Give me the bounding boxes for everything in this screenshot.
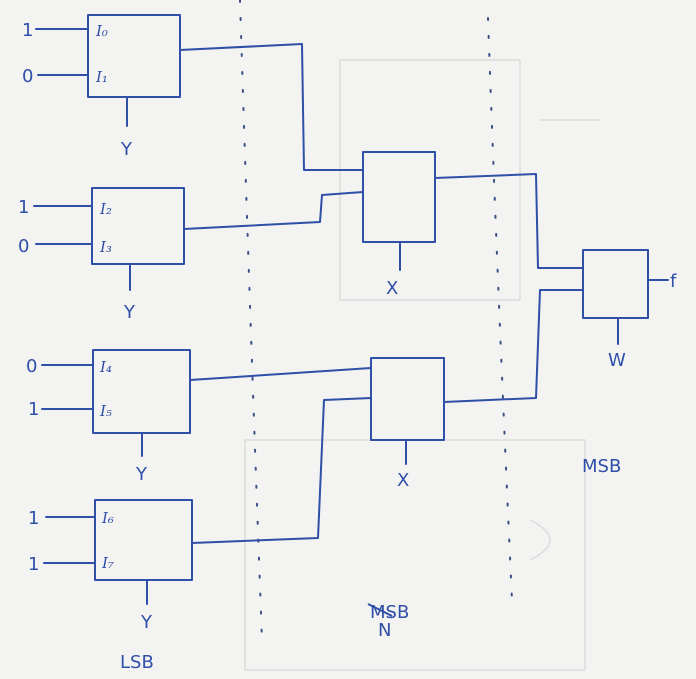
output-label: f (670, 271, 677, 292)
msb-label: MSB (582, 456, 621, 477)
mux-box (362, 151, 436, 243)
wire-mux4-to-mux6 (191, 397, 372, 544)
input-value: 1 (28, 554, 39, 575)
mux-block-final: f W (582, 249, 677, 371)
mux-box (94, 499, 193, 581)
input-value: 1 (22, 20, 33, 41)
select-label: W (608, 350, 626, 371)
stage-divider-lines (239, 0, 513, 641)
wire-mux1-to-mux5 (179, 43, 364, 171)
middle-label-top: MSB (370, 602, 409, 623)
input-value: 0 (22, 66, 33, 87)
input-value: 0 (18, 236, 29, 257)
mux-block-2: 1 0 I₂ I₃ Y (18, 187, 185, 323)
wiring (179, 43, 584, 544)
input-value: 0 (26, 356, 37, 377)
strike-through-mark (367, 603, 393, 617)
select-label: Y (140, 612, 153, 633)
input-line-label: I₁ (95, 68, 108, 86)
input-line-label: I₇ (101, 554, 114, 572)
mux-box (91, 187, 185, 265)
input-line-label: I₅ (99, 402, 112, 420)
mux-block-4: 1 1 I₆ I₇ Y (28, 499, 193, 633)
input-line-label: I₄ (99, 358, 112, 376)
input-line-label: I₆ (101, 509, 114, 527)
mux-box (582, 249, 649, 319)
input-line-label: I₀ (95, 22, 108, 40)
input-value: 1 (28, 508, 39, 529)
input-value: 1 (18, 197, 29, 218)
wire-mux3-to-mux6 (189, 367, 372, 381)
wire-mux5-to-final (434, 173, 584, 269)
mux-box (370, 357, 445, 441)
input-value: 1 (28, 399, 39, 420)
mux-box (87, 14, 181, 98)
mux-block-3: 0 1 I₄ I₅ Y (26, 349, 191, 485)
input-line-label: I₃ (99, 238, 112, 256)
middle-label-bottom: N (378, 620, 391, 641)
select-label: Y (120, 139, 133, 160)
lsb-label: LSB (120, 652, 154, 673)
select-label: Y (135, 464, 148, 485)
input-line-label: I₂ (99, 200, 112, 218)
mux-block-1: 1 0 I₀ I₁ Y (22, 14, 181, 160)
wire-mux6-to-final (443, 289, 584, 403)
mux-block-5: X (362, 151, 436, 299)
middle-stage-label: MSB N (367, 602, 409, 641)
select-label: X (386, 278, 398, 299)
select-label: X (397, 470, 409, 491)
mux-block-6: X (370, 357, 445, 491)
select-label: Y (123, 302, 136, 323)
wire-mux2-to-mux5 (183, 191, 364, 230)
